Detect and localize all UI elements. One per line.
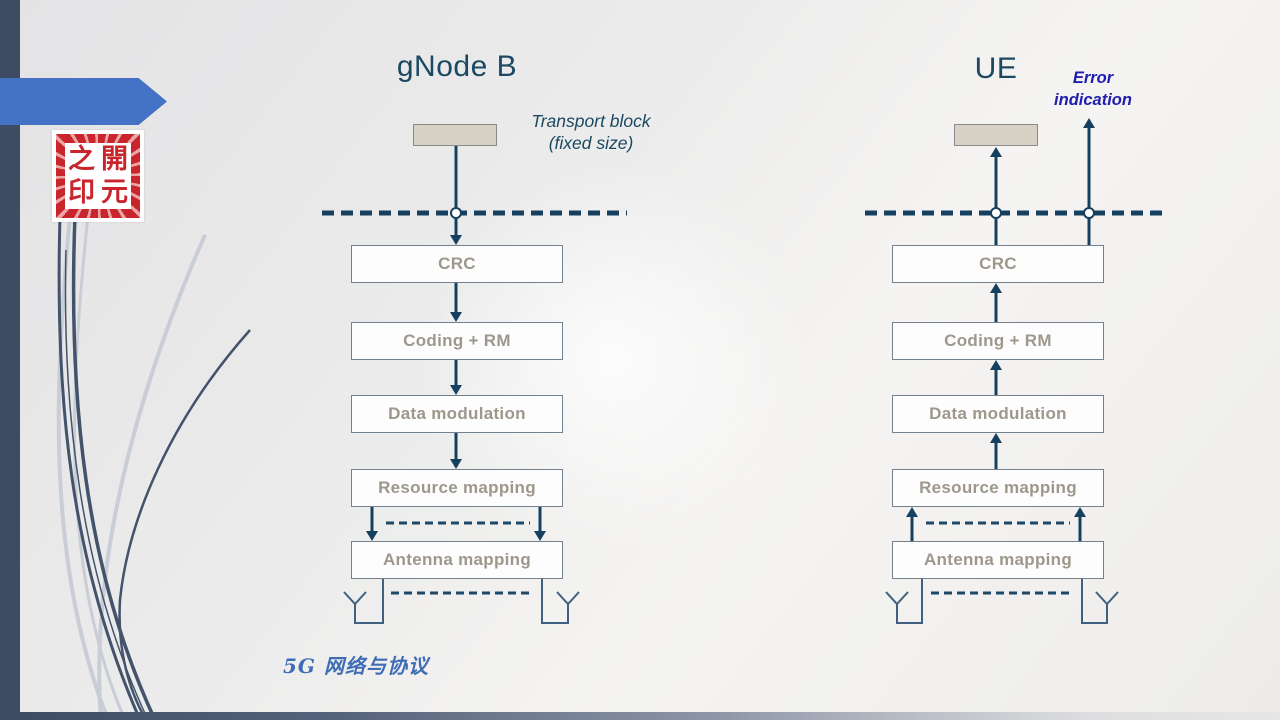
up-arrowhead <box>990 283 1002 293</box>
gnodeb-box-antenna-mapping: Antenna mapping <box>351 541 563 579</box>
gnodeb-box-data-modulation: Data modulation <box>351 395 563 433</box>
blue-arrow-shape <box>0 78 167 125</box>
seal-stamp: 之 開 印 元 <box>52 130 144 222</box>
transport-label-line1: Transport block <box>531 111 651 131</box>
antenna-icon <box>1081 579 1119 624</box>
up-arrowhead <box>990 433 1002 443</box>
ue-transport-block-shape <box>954 124 1038 146</box>
down-arrowhead <box>534 531 546 541</box>
curve-strands <box>56 214 251 720</box>
down-arrowhead <box>450 312 462 322</box>
gnodeb-box-resource-mapping: Resource mapping <box>351 469 563 507</box>
gnodeb-box-crc: CRC <box>351 245 563 283</box>
gnodeb-transport-block-shape <box>413 124 497 146</box>
antenna-icon <box>541 579 580 624</box>
ue-box-antenna-mapping: Antenna mapping <box>892 541 1104 579</box>
up-arrowhead <box>1074 507 1086 517</box>
footer-course-label: 5G 网络与协议 <box>283 654 429 678</box>
antenna-icon <box>343 579 384 624</box>
transport-label-line2: (fixed size) <box>548 133 634 153</box>
error-label-line1: Error <box>1072 69 1114 87</box>
up-arrowhead <box>990 147 1002 157</box>
seal-char: 之 <box>68 143 95 175</box>
ue-box-crc: CRC <box>892 245 1104 283</box>
up-arrowhead <box>906 507 918 517</box>
gnodeb-tap-circle <box>450 207 462 219</box>
ue-antennas <box>885 579 1119 624</box>
antenna-icon <box>885 579 923 624</box>
gnodeb-box-coding-rm: Coding + RM <box>351 322 563 360</box>
ue-box-data-modulation: Data modulation <box>892 395 1104 433</box>
down-arrowhead <box>366 531 378 541</box>
down-arrowhead <box>450 385 462 395</box>
gnodeb-title: gNode B <box>396 50 518 83</box>
seal-char: 元 <box>101 176 128 208</box>
ue-box-coding-rm: Coding + RM <box>892 322 1104 360</box>
error-label-line2: indication <box>1054 91 1132 109</box>
left-accent-bar <box>0 0 20 720</box>
seal-characters: 之 開 印 元 <box>65 143 131 209</box>
ue-tap-circle <box>990 207 1002 219</box>
error-indication-label: Error indication <box>1036 67 1150 111</box>
transport-block-label: Transport block (fixed size) <box>505 110 677 154</box>
ue-box-resource-mapping: Resource mapping <box>892 469 1104 507</box>
up-arrowhead <box>1083 118 1095 128</box>
up-arrowhead <box>990 360 1002 370</box>
seal-lace-border: 之 開 印 元 <box>56 134 140 218</box>
bottom-accent-bar <box>20 712 1280 720</box>
down-arrowhead <box>450 235 462 245</box>
gnodeb-antennas <box>343 579 580 624</box>
down-arrowhead <box>450 459 462 469</box>
seal-char: 開 <box>101 143 128 175</box>
ue-error-tap-circle <box>1083 207 1095 219</box>
seal-char: 印 <box>68 176 95 208</box>
ue-title: UE <box>974 52 1018 85</box>
